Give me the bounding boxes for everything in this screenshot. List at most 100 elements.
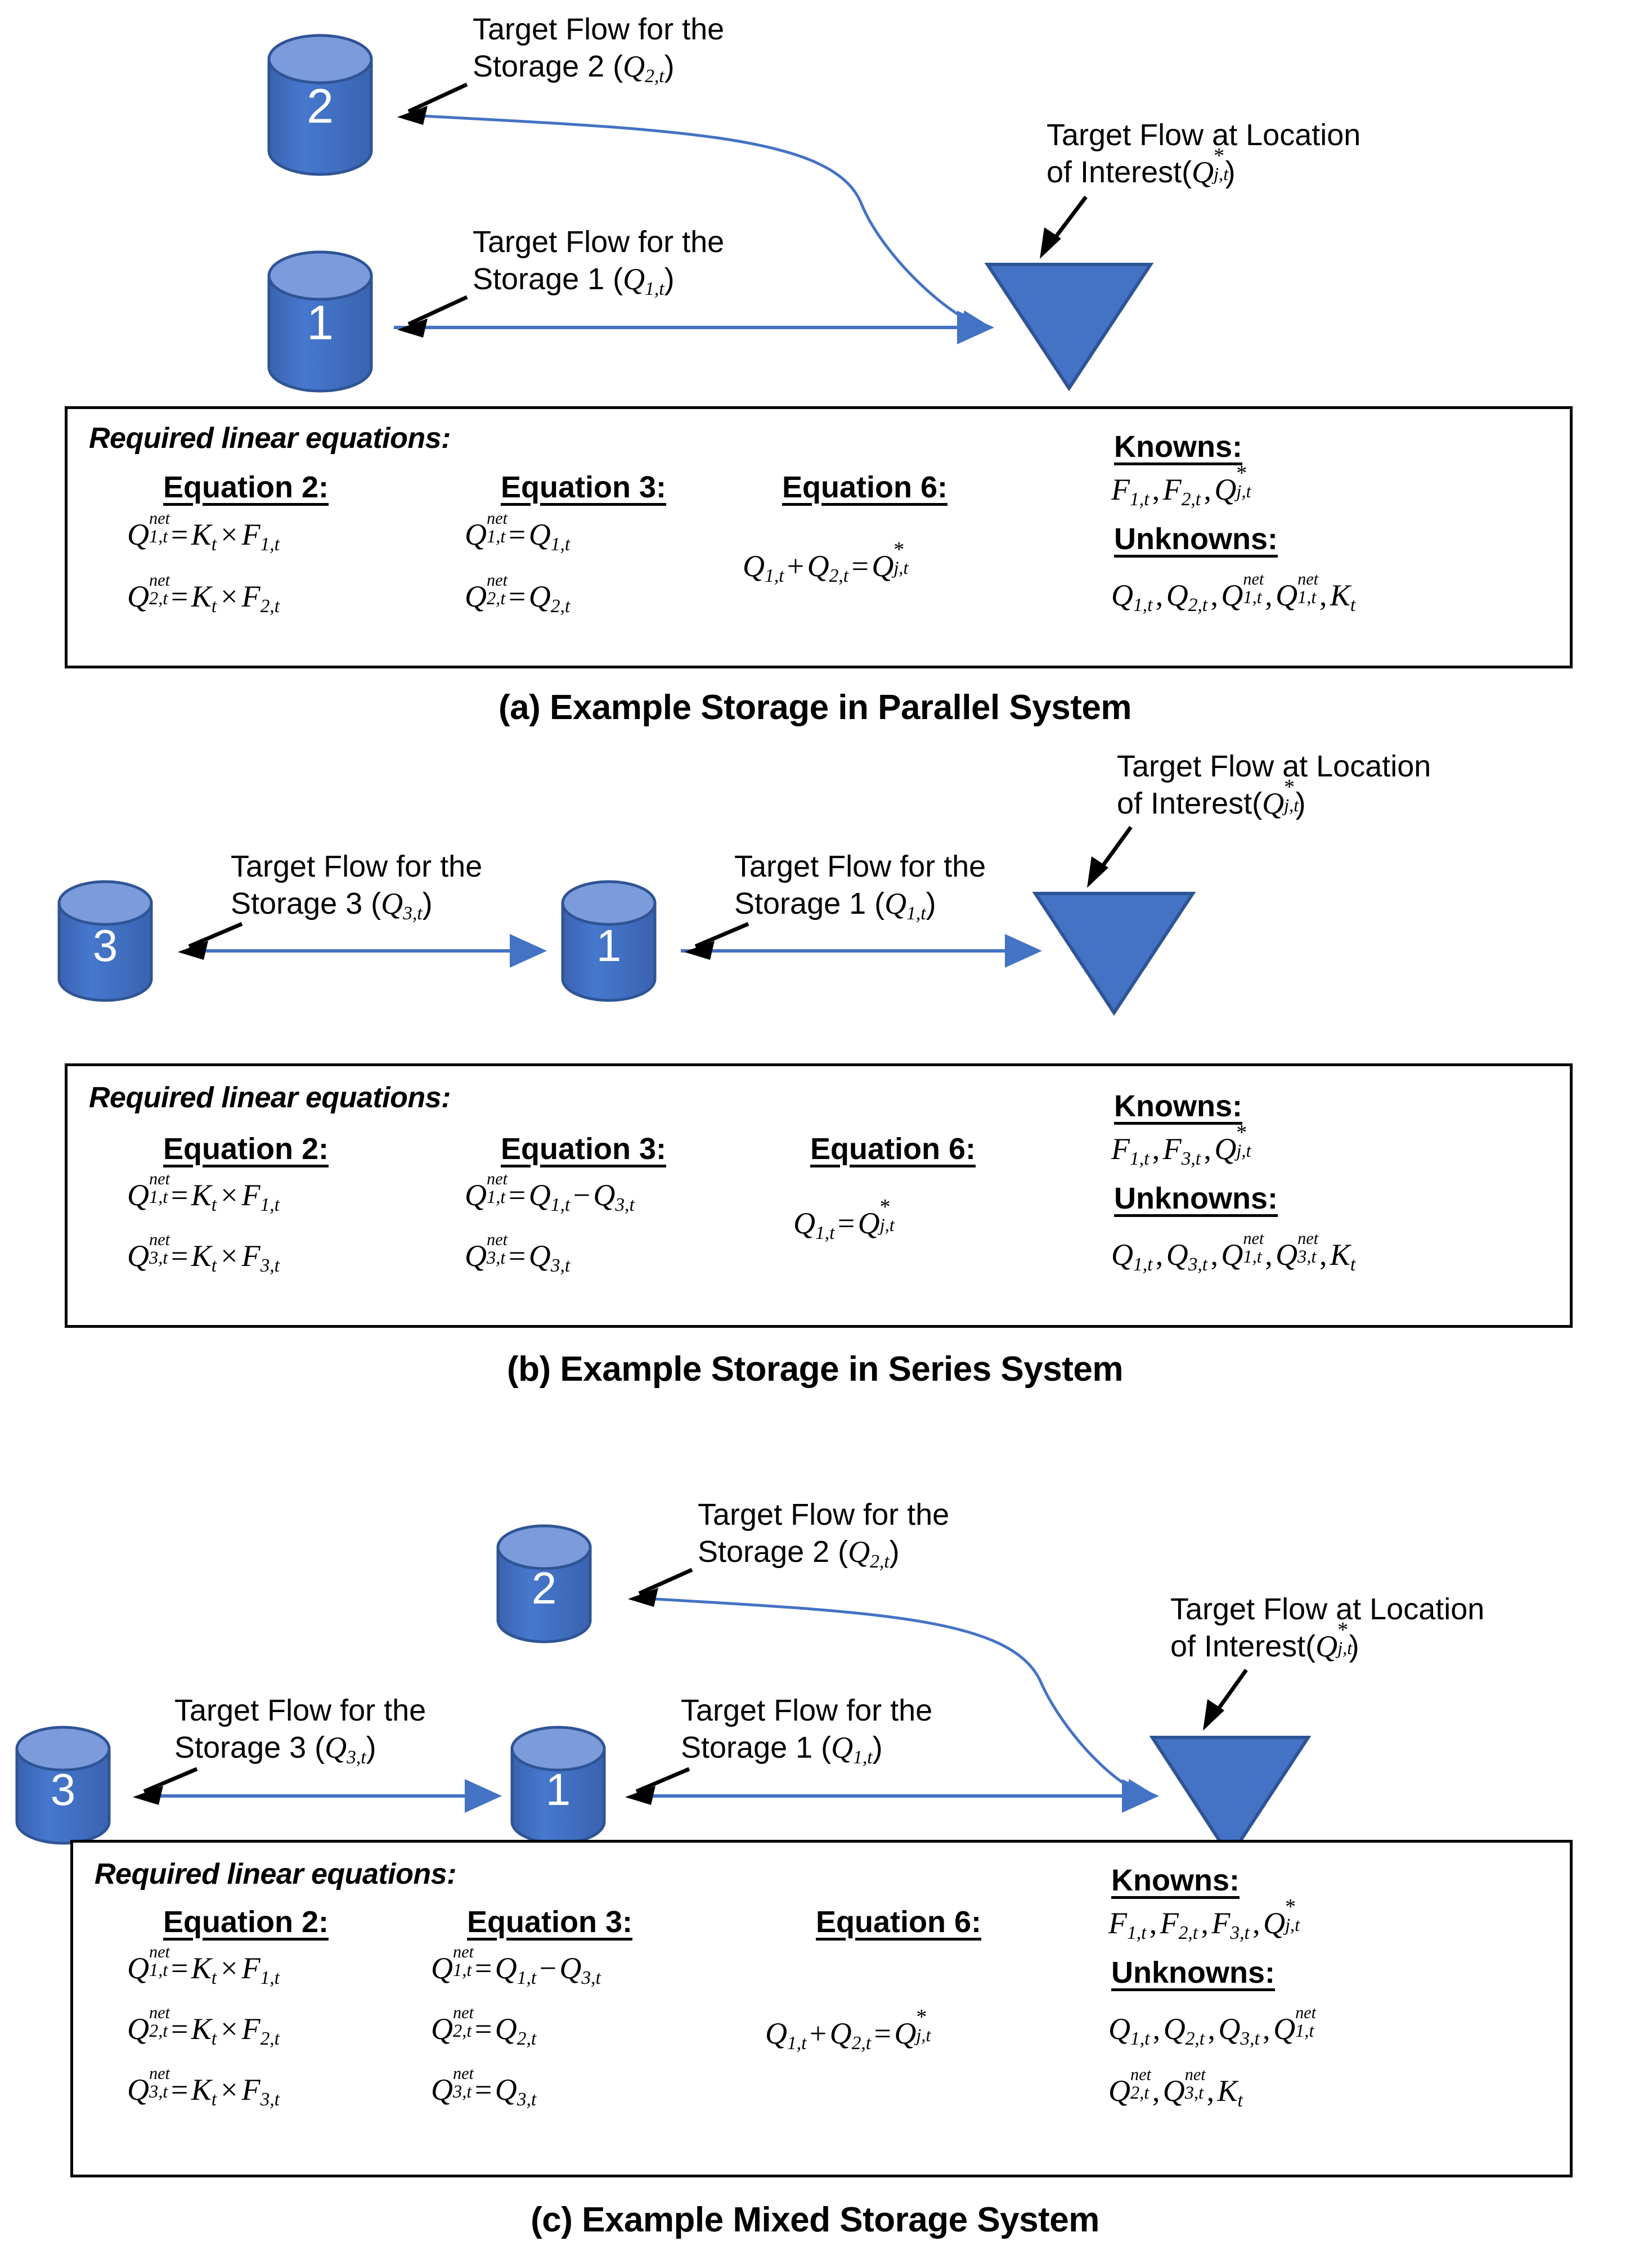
math-base: Q (127, 2012, 149, 2046)
math-sub: 3,t (1181, 1148, 1201, 1170)
math-base: Q (1111, 1238, 1133, 1272)
required-equations-title: Required linear equations: (89, 422, 451, 455)
math-symbol: F2,t (242, 579, 280, 617)
math-symbol: F3,t (1163, 1131, 1201, 1170)
math-symbol: Q2,t (623, 48, 664, 87)
math-sup: net (149, 1169, 170, 1188)
math-operator: = (170, 1239, 188, 1273)
unknowns-header-b: Unknowns: (1114, 1182, 1278, 1215)
math-separator: , (1207, 2012, 1215, 2046)
math-sub: t (211, 1255, 217, 1277)
math-sub: 2,t (260, 596, 280, 617)
math-sub: t (211, 596, 217, 617)
math-sub: 1,t (1297, 587, 1317, 608)
math-base: Q (743, 549, 765, 583)
pointer-arrow-storage1 (397, 295, 468, 338)
math-operator: − (539, 1951, 556, 1985)
label-storage1-flow-a: Target Flow for the Storage 1 (Q1,t) (473, 224, 724, 299)
math-sup: net (487, 508, 508, 528)
math-sup: net (1184, 2064, 1206, 2084)
math-sub: 3,t (487, 1247, 506, 1268)
math-separator: , (1319, 1238, 1327, 1272)
label-storage2-flow-c: Target Flow for the Storage 2 (Q2,t) (698, 1497, 949, 1572)
label-prefix: of Interest( (1117, 786, 1263, 820)
math-base: Q (1108, 2012, 1130, 2046)
storage-cylinder-1-number: 1 (307, 296, 334, 350)
equation-box-c: Required linear equations: Equation 2: E… (70, 1840, 1573, 2177)
math-sub: j,t (1236, 481, 1251, 502)
math-sub: t (211, 1194, 217, 1216)
math-sub: 3,t (517, 2089, 537, 2110)
math-base: Q (793, 1206, 815, 1240)
label-line2: of Interest(Q*j,t) (1117, 775, 1431, 823)
knowns-values-a: F1,t,F2,t,Q*j,t (1111, 461, 1251, 510)
math-sup: net (453, 2002, 474, 2022)
math-base: Q (1108, 2074, 1130, 2108)
math-base: Q (465, 580, 487, 613)
math-separator: , (1252, 1906, 1260, 1940)
label-line2: Storage 1 (Q1,t) (681, 1730, 932, 1768)
math-sup: net (1297, 569, 1319, 589)
math-sub: t (1237, 2090, 1243, 2112)
equation-3-header-a: Equation 3: (501, 470, 666, 504)
math-base: Q (431, 2073, 453, 2107)
label-storage1-flow-b: Target Flow for the Storage 1 (Q1,t) (734, 848, 986, 924)
math-base: F (241, 2073, 261, 2107)
panel-a-caption: (a) Example Storage in Parallel System (498, 688, 1132, 727)
math-operator: = (170, 580, 188, 613)
math-symbol: Kt (191, 1178, 217, 1216)
label-line1: Target Flow at Location (1117, 749, 1431, 783)
panel-a-svg: 2 1 (267, 34, 1154, 393)
panel-a: 2 1 (0, 0, 1630, 748)
math-base: F (1211, 1906, 1231, 1940)
storage-cylinder-1: 1 (510, 1726, 606, 1845)
math-base: Q (431, 1951, 453, 1985)
label-suffix: ) (1295, 786, 1306, 820)
math-symbol: Q3,t (559, 1951, 600, 1988)
math-sup: net (1297, 1228, 1319, 1248)
math-symbol: Q3,t (529, 1238, 570, 1276)
math-symbol-qstar: Q*j,t (1214, 461, 1251, 507)
math-separator: , (1155, 578, 1164, 612)
math-base: Q (528, 518, 551, 551)
math-separator: , (1152, 473, 1160, 506)
location-of-interest-triangle (1149, 1736, 1312, 1860)
math-base: K (191, 518, 212, 551)
math-star: * (1214, 144, 1225, 168)
math-star: * (1285, 1895, 1296, 1919)
storage-cylinder-3-number: 3 (93, 920, 118, 971)
storage-cylinder-1: 1 (561, 880, 657, 1002)
math-operator: = (508, 1239, 526, 1273)
math-sub: 3,t (403, 902, 423, 924)
math-symbol: Q3,t (381, 886, 423, 924)
math-symbol-qstar: Q*j,t (858, 1195, 895, 1241)
math-symbol: Q1,t (528, 517, 570, 555)
math-separator: , (1210, 578, 1218, 612)
equation-6-header-c: Equation 6: (816, 1905, 981, 1939)
math-symbol: Q1,t (884, 886, 926, 924)
math-operator: + (787, 549, 805, 583)
label-line2: of Interest(Q*j,t) (1170, 1618, 1484, 1665)
pointer-arrow-storage1 (625, 1767, 690, 1805)
math-base: Q (1315, 1629, 1338, 1663)
math-sub: 2,t (1181, 489, 1201, 510)
math-operator: = (837, 1206, 855, 1240)
math-symbol: Q2,t (848, 1534, 889, 1572)
math-separator: , (1204, 1132, 1211, 1166)
math-star: * (879, 1195, 891, 1219)
required-equations-title: Required linear equations: (89, 1081, 451, 1114)
label-suffix: ) (664, 262, 675, 296)
math-sub: 1,t (1133, 595, 1153, 616)
